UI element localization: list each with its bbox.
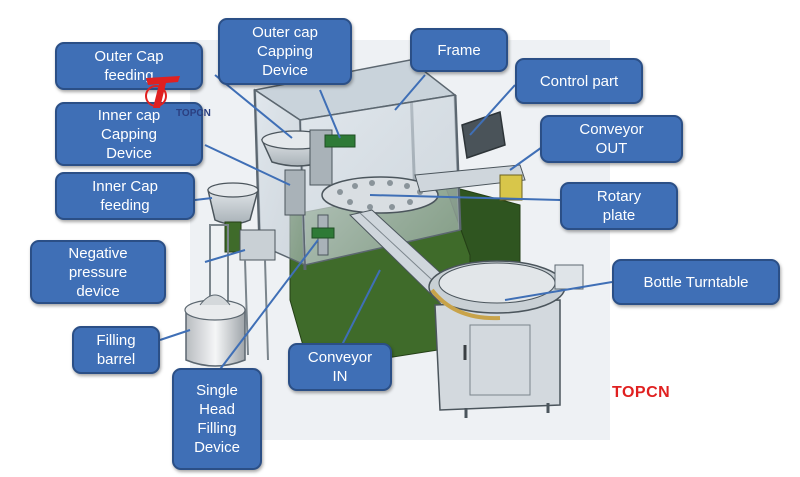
capping-head <box>284 169 306 216</box>
callout-conveyor-out: Conveyor OUT <box>540 115 683 163</box>
logo-text: TOPCN <box>176 108 211 119</box>
topcn-logo-icon <box>145 76 180 108</box>
callout-bottle-turntable: Bottle Turntable <box>612 259 780 305</box>
bottle-turntable-top <box>438 262 556 304</box>
stand-leg <box>264 259 269 361</box>
inner-cap-bowl-rim <box>207 182 259 198</box>
callout-outer-cap-feeding: Outer Cap feeding <box>55 42 203 90</box>
callout-inner-cap-feeding: Inner Cap feeding <box>55 172 195 220</box>
negative-pressure-box <box>239 229 276 261</box>
callout-control-part: Control part <box>515 58 643 104</box>
callout-negative-pressure-device: Negative pressure device <box>30 240 166 304</box>
brand-label: TOPCN <box>612 384 671 401</box>
filling-barrel-lid <box>199 294 231 306</box>
turntable-cabinet-door <box>469 324 531 396</box>
filling-head-block <box>311 227 335 239</box>
conveyor-out <box>414 164 526 193</box>
callout-filling-barrel: Filling barrel <box>72 326 160 374</box>
callout-conveyor-in: Conveyor IN <box>288 343 392 391</box>
turntable-guide-rail <box>430 288 501 321</box>
callout-single-head-filling-device: Single Head Filling Device <box>172 368 262 470</box>
conveyor-out-motor <box>499 174 523 201</box>
turntable-side-plate <box>554 264 584 290</box>
callout-inner-cap-capping-device: Inner cap Capping Device <box>55 102 203 166</box>
callout-outer-cap-capping-device: Outer cap Capping Device <box>218 18 352 85</box>
leader-lines <box>159 74 613 373</box>
capping-green-part <box>324 134 356 148</box>
callout-frame: Frame <box>410 28 508 72</box>
stand-leg <box>244 259 249 356</box>
callout-rotary-plate: Rotary plate <box>560 182 678 230</box>
